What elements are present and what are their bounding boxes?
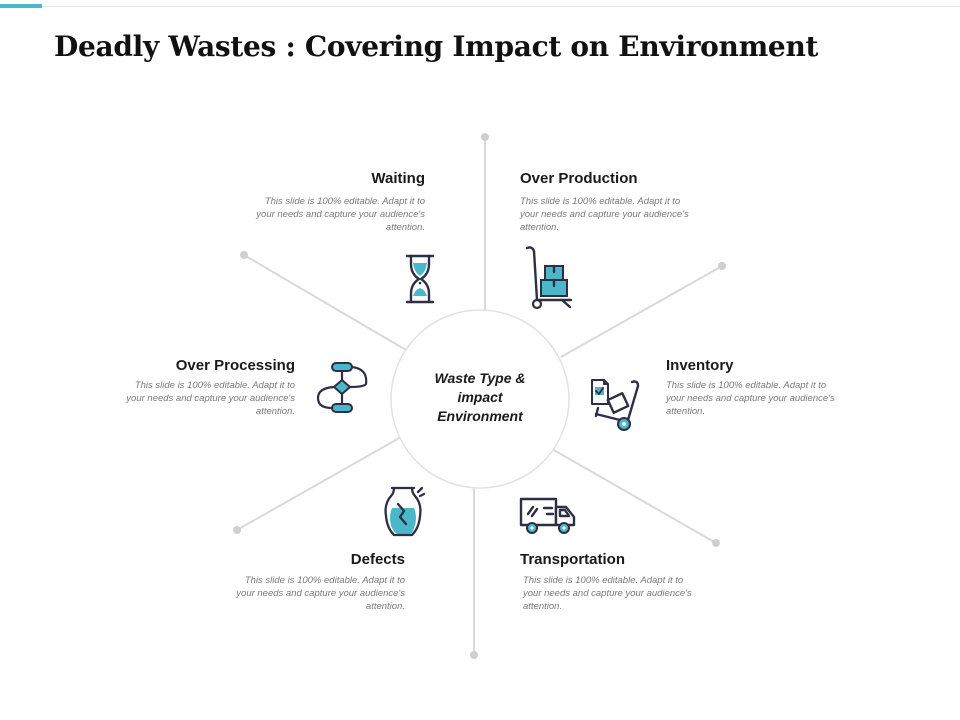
inventory-cart-icon (591, 379, 640, 431)
node-dot-upper-left (240, 251, 248, 259)
hourglass-icon (405, 254, 435, 304)
top-divider-line (42, 6, 960, 7)
node-dot-lower-left (233, 526, 241, 534)
hub-label-line-2: impact (457, 389, 503, 405)
hub-label-line-3: Environment (437, 408, 523, 424)
over-production-description: This slide is 100% editable. Adapt it to… (520, 196, 689, 233)
hub-circle (390, 309, 570, 489)
over-processing-title: Over Processing (175, 357, 295, 374)
inventory-title: Inventory (666, 357, 734, 374)
defects-description: This slide is 100% editable. Adapt it to… (236, 575, 405, 612)
node-dot-bottom (470, 651, 478, 659)
node-dot-upper-right (718, 262, 726, 270)
hand-truck-boxes-icon (525, 246, 573, 310)
transportation-title: Transportation (520, 551, 626, 568)
top-accent-bar (0, 4, 42, 8)
transportation-description: This slide is 100% editable. Adapt it to… (523, 575, 692, 612)
spoke-upper-left (243, 254, 407, 351)
over-production-title: Over Production (520, 170, 638, 187)
hub-label-line-1: Waste Type & (434, 370, 526, 386)
waiting-title: Waiting (371, 170, 425, 187)
inventory-description: This slide is 100% editable. Adapt it to… (666, 380, 835, 417)
defects-title: Defects (350, 551, 405, 568)
process-flowchart-icon (316, 362, 368, 413)
delivery-truck-icon (519, 497, 576, 534)
over-processing-description: This slide is 100% editable. Adapt it to… (126, 380, 295, 417)
spoke-upper-right (560, 265, 723, 358)
slide-title: Deadly Wastes : Covering Impact on Envir… (54, 30, 819, 63)
spoke-lower-right (551, 448, 717, 544)
spoke-lower-left (236, 436, 402, 531)
node-dot-lower-right (712, 539, 720, 547)
hub-label: Waste Type & impact Environment (405, 369, 555, 426)
waiting-description: This slide is 100% editable. Adapt it to… (256, 196, 425, 233)
node-dot-top (481, 133, 489, 141)
broken-vase-icon (384, 486, 426, 537)
